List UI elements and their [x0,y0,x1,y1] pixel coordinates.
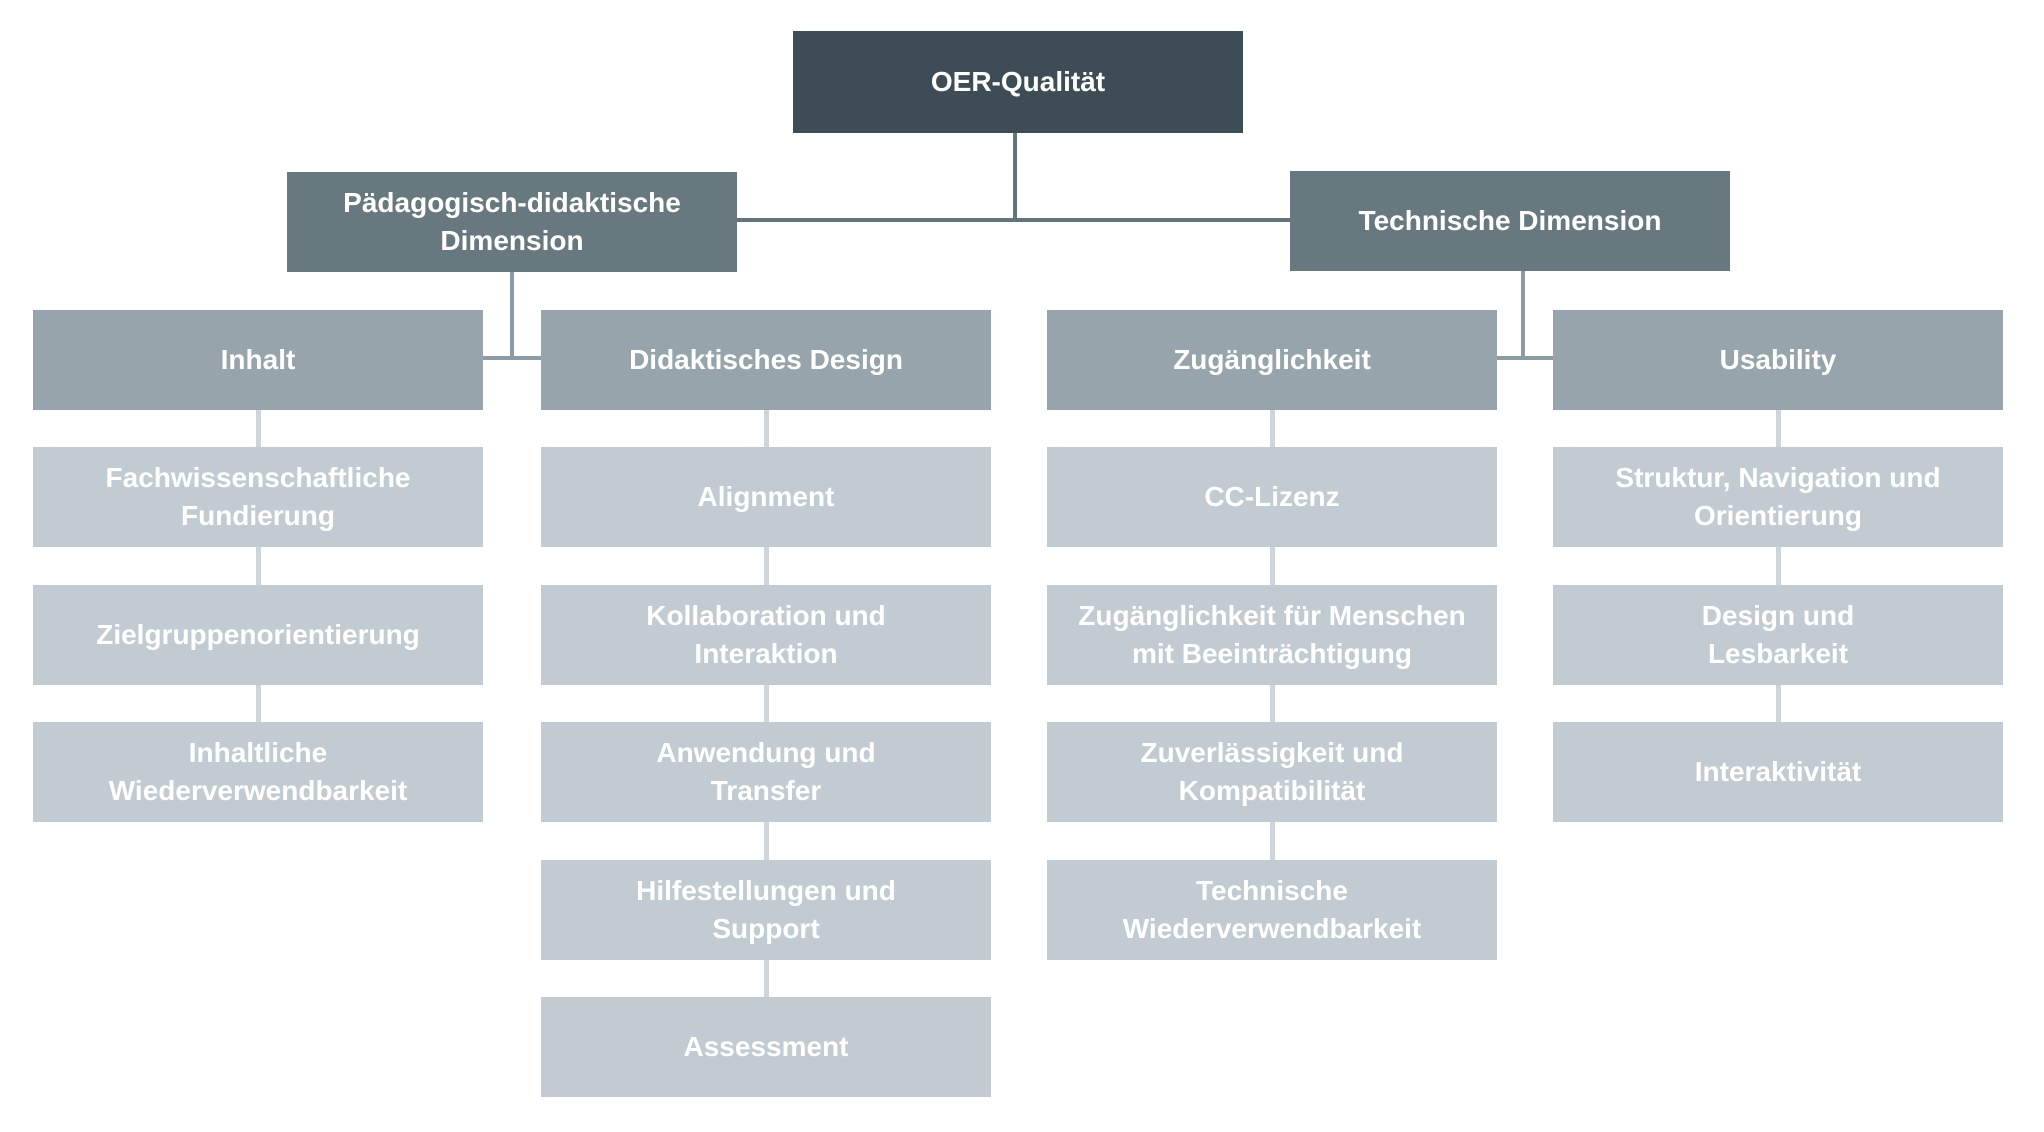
connector-col3-2 [1270,547,1275,585]
connector-paedagogisch-vertical [510,272,514,360]
item-box-cc-lizenz: CC-Lizenz [1047,447,1497,547]
dimension-box-paedagogisch-didaktisch: Pädagogisch-didaktische Dimension [287,172,737,272]
connector-col3-1 [1270,410,1275,447]
item-box-alignment: Alignment [541,447,991,547]
connector-col2-2 [764,547,769,585]
connector-root-vertical [1013,133,1017,222]
column-header-zugaenglichkeit: Zugänglichkeit [1047,310,1497,410]
connector-col1-3 [256,685,261,722]
root-box-oer-qualitaet: OER-Qualität [793,31,1243,133]
column-header-inhalt: Inhalt [33,310,483,410]
connector-col2-5 [764,960,769,997]
connector-col3-3 [1270,685,1275,722]
connector-root-horizontal [737,218,1290,222]
item-box-technische-wiederverwendbarkeit: Technische Wiederverwendbarkeit [1047,860,1497,960]
item-box-zielgruppenorientierung: Zielgruppenorientierung [33,585,483,685]
connector-technisch-vertical [1521,271,1525,360]
connector-col1-2 [256,547,261,585]
connector-paedagogisch-horizontal [483,356,541,360]
connector-col1-1 [256,410,261,447]
connector-col2-1 [764,410,769,447]
column-header-usability: Usability [1553,310,2003,410]
item-box-kollaboration-und-interaktion: Kollaboration und Interaktion [541,585,991,685]
item-box-assessment: Assessment [541,997,991,1097]
item-box-inhaltliche-wiederverwendbarkeit: Inhaltliche Wiederverwendbarkeit [33,722,483,822]
connector-col3-4 [1270,822,1275,860]
item-box-interaktivitaet: Interaktivität [1553,722,2003,822]
item-box-anwendung-und-transfer: Anwendung und Transfer [541,722,991,822]
connector-col2-4 [764,822,769,860]
column-header-didaktisches-design: Didaktisches Design [541,310,991,410]
dimension-box-technisch: Technische Dimension [1290,171,1730,271]
item-box-struktur-navigation-orientierung: Struktur, Navigation und Orientierung [1553,447,2003,547]
connector-technisch-horizontal [1497,356,1553,360]
connector-col4-3 [1776,685,1781,722]
item-box-fachwissenschaftliche-fundierung: Fachwissenschaftliche Fundierung [33,447,483,547]
connector-col2-3 [764,685,769,722]
item-box-design-und-lesbarkeit: Design und Lesbarkeit [1553,585,2003,685]
connector-col4-1 [1776,410,1781,447]
connector-col4-2 [1776,547,1781,585]
item-box-hilfestellungen-und-support: Hilfestellungen und Support [541,860,991,960]
item-box-zuverlaessigkeit-und-kompatibilitaet: Zuverlässigkeit und Kompatibilität [1047,722,1497,822]
item-box-zugaenglichkeit-fuer-menschen: Zugänglichkeit für Menschen mit Beeinträ… [1047,585,1497,685]
